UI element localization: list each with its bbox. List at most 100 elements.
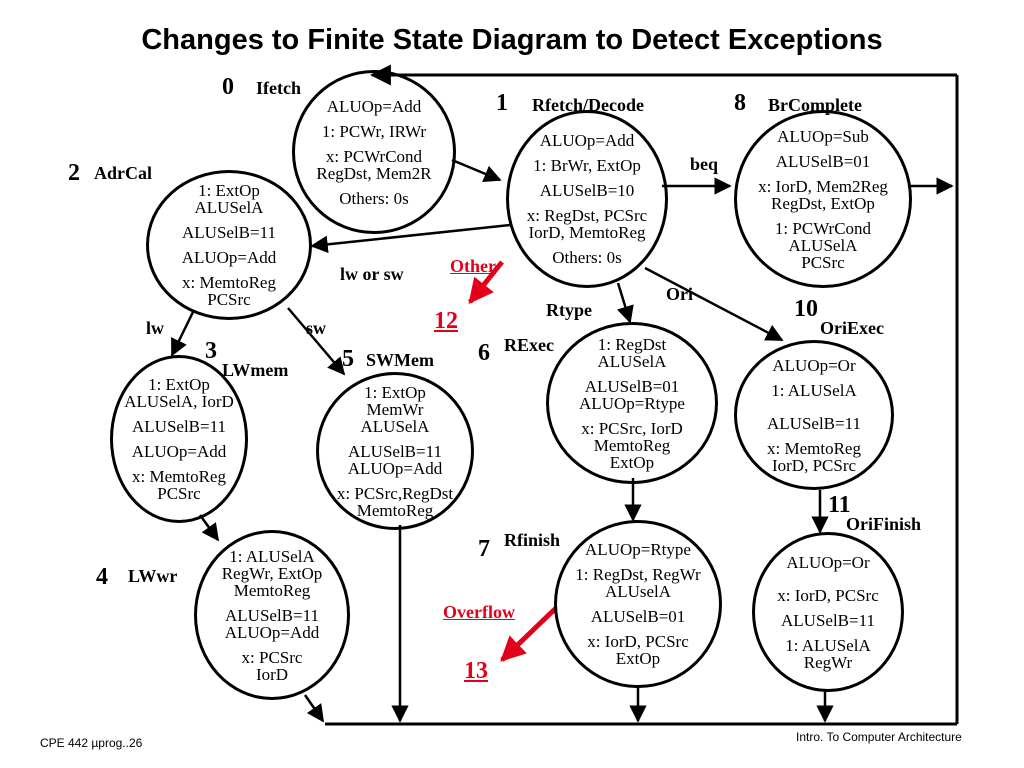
- state-2-adrcal: 1: ExtOp ALUSelA ALUSelB=11 ALUOp=Add x:…: [146, 170, 312, 320]
- state-7-line: ALUOp=Rtype: [585, 540, 691, 559]
- exception-label-other: Other: [450, 256, 496, 276]
- state-1-line: ALUOp=Add: [539, 131, 635, 150]
- state-10-line: ALUSelB=11: [767, 413, 861, 433]
- state-2-line: PCSrc: [207, 290, 251, 309]
- state-2-line: 1: ExtOp: [198, 181, 260, 200]
- state-5-line: ALUSelB=11: [348, 441, 442, 461]
- state-5-line: ALUSelA: [360, 416, 430, 436]
- state-1-line: Others: 0s: [552, 248, 622, 267]
- state-1-number: 1: [496, 90, 508, 116]
- state-0-line: ALUOp=Add: [326, 96, 422, 116]
- state-2-name: AdrCal: [94, 163, 152, 183]
- state-4-line: ALUSelB=11: [225, 605, 319, 625]
- transition-label-ori: Ori: [666, 284, 693, 304]
- transition-label-rtype: Rtype: [546, 300, 592, 320]
- state-4-line: 1: ALUSelA: [229, 546, 315, 566]
- state-8-number: 8: [734, 90, 746, 116]
- state-8-line: 1: PCWrCond: [774, 218, 872, 238]
- state-3-name: LWmem: [222, 360, 289, 380]
- state-10-line: ALUOp=Or: [772, 355, 856, 375]
- state-3-line: x: MemtoReg: [132, 467, 226, 486]
- transition-label-sw: sw: [306, 318, 327, 338]
- state-5-line: 1: ExtOp: [364, 382, 426, 402]
- state-5-number: 5: [342, 346, 354, 372]
- state-4-line: MemtoReg: [233, 580, 311, 600]
- state-8-line: RegDst, ExtOp: [771, 193, 875, 213]
- state-1-line: 1: BrWr, ExtOp: [533, 156, 641, 175]
- state-0-name: Ifetch: [256, 78, 301, 98]
- state-2-number: 2: [68, 160, 80, 186]
- state-0-number: 0: [222, 74, 234, 100]
- state-6-number: 6: [478, 340, 490, 366]
- state-1-line: IorD, MemtoReg: [528, 223, 646, 242]
- state-3-line: PCSrc: [157, 484, 201, 503]
- state-4-name: LWwr: [128, 566, 178, 586]
- exception-target-12: 12: [434, 308, 458, 334]
- state-8-brcomplete: ALUOp=Sub ALUSelB=01 x: IorD, Mem2Reg Re…: [734, 110, 912, 288]
- state-3-line: ALUSelA, IorD: [124, 392, 234, 411]
- state-5-line: MemWr: [366, 399, 424, 419]
- state-4-line: IorD: [255, 664, 289, 684]
- state-10-line: x: MemtoReg: [767, 438, 861, 458]
- state-0-line: RegDst, Mem2R: [316, 163, 432, 183]
- arrow-2-3: [170, 311, 195, 357]
- state-2-line: ALUSelA: [194, 198, 264, 217]
- state-8-line: ALUOp=Sub: [777, 126, 869, 146]
- state-0-ifetch: ALUOp=Add 1: PCWr, IRWr x: PCWrCond RegD…: [292, 70, 456, 234]
- exception-target-13: 13: [464, 658, 488, 684]
- arrow-exception-other: [468, 260, 504, 304]
- state-3-line: ALUOp=Add: [131, 442, 227, 461]
- arrow-1-2: [310, 223, 511, 254]
- state-7-line: ALUselA: [604, 582, 672, 601]
- state-8-name: BrComplete: [768, 95, 862, 115]
- state-6-rexec: 1: RegDst ALUSelA ALUSelB=01 ALUOp=Rtype…: [546, 322, 718, 484]
- state-6-line: ALUSelB=01: [584, 376, 680, 396]
- state-8-line: PCSrc: [801, 252, 845, 272]
- state-4-line: x: PCSrc: [241, 647, 303, 667]
- state-10-line: 1: ALUSelA: [771, 380, 857, 400]
- state-1-line: x: RegDst, PCSrc: [526, 206, 648, 225]
- state-6-line: ExtOp: [609, 452, 655, 472]
- state-11-orifinish: ALUOp=Or x: IorD, PCSrc ALUSelB=11 1: AL…: [752, 532, 904, 692]
- state-3-lwmem: 1: ExtOp ALUSelA, IorD ALUSelB=11 ALUOp=…: [110, 355, 248, 523]
- state-6-name: RExec: [504, 335, 554, 355]
- state-3-line: 1: ExtOp: [148, 375, 210, 394]
- arrow-exception-overflow: [500, 606, 558, 662]
- transition-label-beq: beq: [690, 154, 719, 174]
- state-4-line: RegWr, ExtOp: [221, 563, 323, 583]
- state-0-line: 1: PCWr, IRWr: [321, 121, 427, 141]
- state-10-name: OriExec: [820, 318, 884, 338]
- state-10-line: IorD, PCSrc: [771, 455, 857, 475]
- arrow-0-1: [451, 158, 502, 183]
- state-2-line: ALUOp=Add: [181, 248, 277, 267]
- state-6-line: x: PCSrc, IorD: [581, 418, 683, 438]
- state-3-line: ALUSelB=11: [132, 417, 226, 436]
- state-0-line: x: PCWrCond: [325, 146, 423, 166]
- state-11-line: RegWr: [803, 652, 853, 672]
- slide-title: Changes to Finite State Diagram to Detec…: [141, 24, 883, 56]
- state-6-line: ALUSelA: [597, 351, 667, 371]
- state-5-swmem: 1: ExtOp MemWr ALUSelA ALUSelB=11 ALUOp=…: [316, 372, 474, 530]
- state-10-number: 10: [794, 296, 818, 322]
- state-3-number: 3: [205, 338, 217, 364]
- state-2-line: x: MemtoReg: [182, 273, 276, 292]
- state-7-name: Rfinish: [504, 530, 561, 550]
- state-11-line: ALUSelB=11: [781, 610, 875, 630]
- exception-label-overflow: Overflow: [443, 602, 515, 622]
- state-11-line: ALUOp=Or: [786, 552, 870, 572]
- arrow-1-10: [644, 266, 784, 342]
- transition-label-lw: lw: [146, 318, 164, 338]
- transition-label-lw-or-sw: lw or sw: [340, 264, 404, 284]
- state-8-line: x: IorD, Mem2Reg: [758, 176, 888, 196]
- arrow-1-6: [616, 282, 634, 324]
- state-5-line: x: PCSrc,RegDst: [336, 483, 454, 503]
- state-7-line: ExtOp: [615, 649, 661, 668]
- state-8-line: ALUSelB=01: [775, 151, 871, 171]
- state-7-line: ALUSelB=01: [590, 607, 686, 626]
- arrow-4-bottom: [303, 694, 325, 723]
- state-1-rfetch-decode: ALUOp=Add 1: BrWr, ExtOp ALUSelB=10 x: R…: [506, 110, 668, 288]
- state-6-line: 1: RegDst: [597, 334, 667, 354]
- footer-course-name: Intro. To Computer Architecture: [796, 730, 962, 744]
- state-4-lwwr: 1: ALUSelA RegWr, ExtOp MemtoReg ALUSelB…: [194, 530, 350, 700]
